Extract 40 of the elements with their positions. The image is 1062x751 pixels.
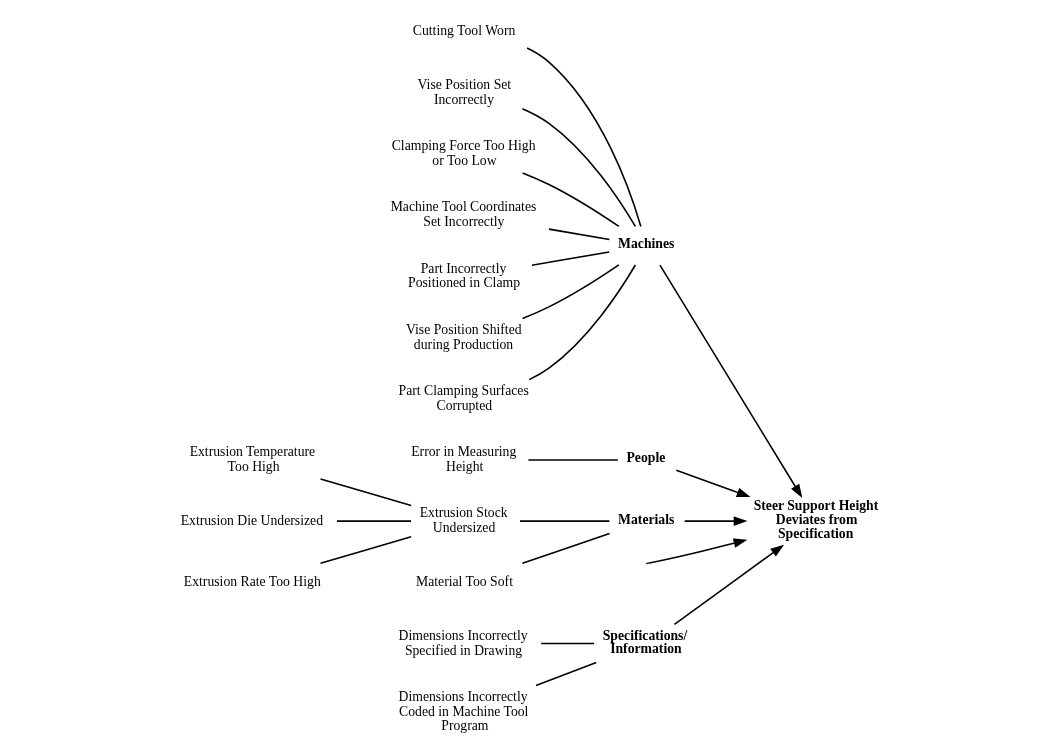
arrow — [675, 469, 751, 498]
arrow — [647, 538, 748, 565]
connector — [527, 459, 619, 461]
node-text: Part Clamping Surfaces Corrupted — [398, 382, 529, 413]
node-text: Clamping Force Too High or Too Low — [391, 138, 536, 168]
connector — [521, 264, 620, 320]
node-text: Materials — [618, 511, 675, 527]
arrow — [673, 544, 785, 626]
connector — [526, 47, 642, 228]
node-text: Part Incorrectly Positioned in Clamp — [408, 260, 520, 291]
connector — [531, 251, 610, 266]
node-text: Dimensions Incorrectly Coded in Machine Tool Program — [398, 688, 529, 734]
node-text: Machines — [618, 236, 675, 252]
node-text: Vise Position Set Incorrectly — [417, 76, 512, 107]
node-text: People — [626, 450, 666, 466]
arrow — [683, 516, 748, 526]
node-text: Extrusion Rate Too High — [183, 573, 321, 589]
connector — [548, 228, 611, 241]
node-text: Extrusion Die Undersized — [180, 512, 323, 528]
connector — [521, 107, 637, 228]
connector — [521, 172, 620, 228]
connector — [540, 642, 595, 645]
arrow — [659, 264, 803, 498]
connector — [319, 535, 412, 565]
connector — [521, 532, 611, 565]
node-text: Extrusion Temperature Too High — [189, 444, 316, 474]
connector — [336, 520, 412, 522]
connector — [519, 520, 611, 522]
node-text: Material Too Soft — [415, 573, 513, 589]
node-text: Specifications/ Information — [602, 627, 688, 657]
node-text: Machine Tool Coordinates Set Incorrectly — [390, 199, 537, 230]
connector — [528, 264, 637, 381]
node-text: Extrusion Stock Undersized — [419, 505, 508, 536]
node-text: Dimensions Incorrectly Specified in Drawing — [398, 627, 528, 658]
node-text: Vise Position Shifted during Production — [405, 321, 522, 352]
connector — [319, 478, 412, 507]
connector — [535, 661, 598, 687]
node-text: Error in Measuring Height — [411, 444, 517, 474]
node-text: Cutting Tool Worn — [412, 23, 516, 39]
node-text: Steer Support Height Deviates from Specification — [753, 498, 879, 541]
